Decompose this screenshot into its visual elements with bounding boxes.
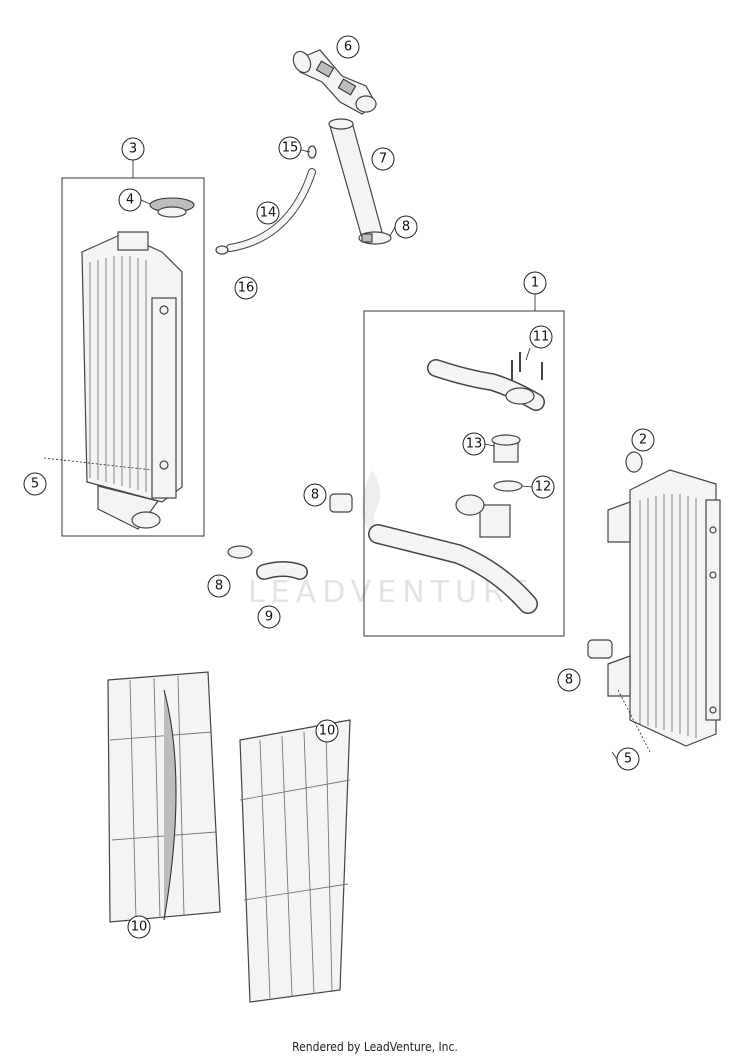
- callout[interactable]: 2: [631, 428, 655, 452]
- callout[interactable]: 12: [531, 475, 555, 499]
- callout[interactable]: 13: [462, 432, 486, 456]
- callout-label: 8: [565, 673, 573, 688]
- water-pipe: [328, 118, 383, 239]
- callout-label: 8: [402, 220, 410, 235]
- hose-short: [256, 561, 308, 580]
- radiator-guard-left: [107, 671, 221, 923]
- callout[interactable]: 4: [118, 188, 142, 212]
- callout[interactable]: 10: [127, 915, 151, 939]
- callout-label: 13: [466, 437, 483, 452]
- callout-label: 3: [129, 142, 137, 157]
- callout-label: 4: [126, 193, 134, 208]
- radiator-cap: [149, 197, 195, 218]
- callout[interactable]: 8: [207, 574, 231, 598]
- footer-credit: Rendered by LeadVenture, Inc.: [292, 1040, 458, 1054]
- thermostat: [491, 434, 523, 492]
- callout[interactable]: 14: [256, 201, 280, 225]
- callout[interactable]: 8: [557, 668, 581, 692]
- callout[interactable]: 16: [234, 276, 258, 300]
- callout[interactable]: 5: [23, 472, 47, 496]
- callout[interactable]: 11: [529, 325, 553, 349]
- radiator-guard-right: [239, 719, 351, 1003]
- watermark-text: LEADVENTURE: [248, 575, 535, 610]
- callout[interactable]: 8: [394, 215, 418, 239]
- callout[interactable]: 7: [371, 147, 395, 171]
- radiator-left: [81, 231, 183, 530]
- callout-label: 7: [379, 152, 387, 167]
- hose-assembly-frame: [363, 310, 565, 637]
- hose-sleeve-right: [587, 639, 613, 659]
- callout[interactable]: 5: [616, 747, 640, 771]
- callout-label: 14: [260, 206, 277, 221]
- callout-label: 16: [238, 281, 255, 296]
- callout-label: 11: [533, 330, 550, 345]
- callout-label: 10: [319, 724, 336, 739]
- callout-label: 2: [639, 433, 647, 448]
- callout[interactable]: 8: [303, 483, 327, 507]
- hose-upper: [427, 352, 545, 411]
- callout[interactable]: 15: [278, 136, 302, 160]
- hose-lower: [368, 494, 538, 614]
- callout-label: 9: [265, 610, 273, 625]
- callout[interactable]: 1: [523, 271, 547, 295]
- callout-label: 8: [311, 488, 319, 503]
- watermark: LEADVENTURE: [248, 470, 535, 610]
- callout-label: 5: [624, 752, 632, 767]
- callout-label: 15: [282, 141, 299, 156]
- callout-label: 5: [31, 477, 39, 492]
- callout-label: 8: [215, 579, 223, 594]
- callout[interactable]: 6: [336, 35, 360, 59]
- callout[interactable]: 9: [257, 605, 281, 629]
- connector-hose: [292, 49, 377, 115]
- callout[interactable]: 3: [121, 137, 145, 161]
- hose-clamp-top: [358, 231, 392, 245]
- hose-sleeve: [329, 493, 353, 513]
- callout-label: 6: [344, 40, 352, 55]
- callout[interactable]: 10: [315, 719, 339, 743]
- breather-hose: [215, 145, 317, 255]
- callout-label: 12: [535, 480, 552, 495]
- hose-clamp-small: [227, 545, 253, 559]
- callout-label: 10: [131, 920, 148, 935]
- callout-label: 1: [531, 276, 539, 291]
- radiator-right: [607, 451, 721, 747]
